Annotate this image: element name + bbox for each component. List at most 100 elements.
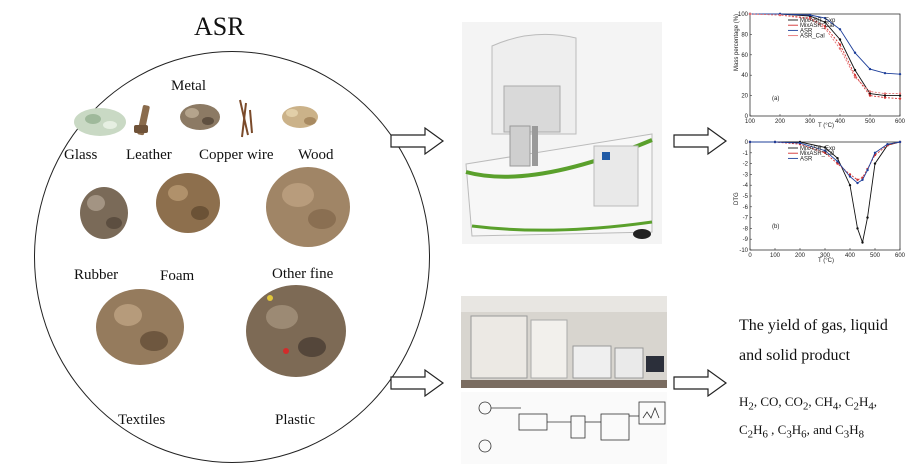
x-tick-label: 500 (865, 119, 876, 125)
data-point-MixASR_Exp (838, 38, 842, 41)
y-tick-label: -6 (743, 205, 749, 211)
x-tick-label: 100 (770, 253, 781, 259)
data-point-ASR_Cal (808, 17, 812, 21)
y-tick-label: 20 (741, 94, 748, 100)
x-tick-label: 200 (795, 253, 806, 259)
chart-a-xlabel: T (°C) (818, 123, 834, 129)
x-tick-label: 300 (820, 253, 831, 259)
x-tick-label: 600 (895, 119, 906, 125)
data-point-ASR (873, 151, 877, 154)
chart-a-plot-area (749, 13, 901, 117)
chart-a-x-ticks: 100 200 300 400 500 600 (745, 114, 906, 125)
gas-part: C (739, 422, 748, 437)
chart-b-xlabel: T (°C) (818, 258, 834, 264)
glass-label: Glass (64, 147, 98, 163)
legend-label: MixASR_Cal (800, 23, 834, 29)
gas-part: , CO, CO (753, 394, 803, 409)
x-tick-label: 200 (775, 119, 786, 125)
y-tick-label: -10 (739, 248, 748, 254)
chart-a-panel-label: (a) (772, 96, 779, 102)
chart-a-ylabel: Mass percentage (%) (734, 14, 740, 71)
y-tick-label: 0 (745, 140, 749, 146)
data-point-MixASR_Exp (823, 20, 827, 24)
leather-label: Leather (126, 147, 172, 163)
legend-label: ASR (800, 28, 813, 34)
y-tick-label: 40 (741, 73, 748, 79)
x-tick-label: 100 (745, 119, 756, 125)
asr-components-circle (34, 51, 430, 463)
legend-label: MixASR_Cal (800, 151, 834, 157)
data-point-MixASR_Cal (848, 173, 852, 176)
data-point-ASR (838, 28, 842, 31)
data-point-MixASR_Exp (883, 94, 887, 97)
data-point-ASR (823, 149, 827, 152)
gas-part: H (858, 394, 869, 409)
gas-subscript: 4 (832, 400, 839, 413)
gas-part: H (753, 422, 763, 437)
data-point-MixASR_Cal (838, 43, 842, 46)
gas-part: , (873, 394, 877, 409)
series-line-MixASR_Exp (750, 141, 901, 245)
gas-subscript: 6 (762, 428, 768, 441)
y-tick-label: -9 (743, 237, 749, 243)
y-tick-label: -7 (743, 216, 749, 222)
y-tick-label: -1 (743, 151, 749, 157)
gas-part: H (739, 394, 749, 409)
data-point-MixASR_Exp (856, 227, 859, 230)
data-point-ASR (866, 168, 869, 172)
data-point-ASR (861, 178, 864, 181)
data-point-ASR (836, 160, 839, 163)
gas-products-line-2: C2H6 , C3H6, and C3H8 (739, 418, 864, 447)
data-point-ASR_Cal (838, 47, 842, 50)
data-point-ASR_Cal (778, 13, 782, 17)
data-point-MixASR_Exp (836, 157, 839, 160)
series-line-MixASR_Cal (750, 141, 901, 181)
x-tick-label: 300 (805, 119, 816, 125)
chart-b-ylabel: DTG (734, 192, 740, 205)
data-point-MixASR_Exp (898, 94, 902, 97)
legend-label: MixASR_Exp (800, 146, 836, 152)
data-point-MixASR_Cal (856, 178, 859, 181)
tga-chart-a: Mass percentage (%) T (°C) (a) 020406080… (734, 12, 906, 129)
gas-part: H (849, 422, 859, 437)
x-tick-label: 500 (870, 253, 881, 259)
pyrolysis-setup-image (461, 296, 667, 464)
gas-subscript: 2 (747, 428, 754, 441)
data-point-ASR_Cal (823, 27, 827, 30)
plastic-sample-image (246, 285, 346, 377)
copper-wire-label: Copper wire (199, 147, 274, 163)
data-point-ASR (898, 140, 902, 144)
glass-sample-image (74, 108, 126, 136)
legend-label: MixASR_Exp (800, 18, 836, 24)
yield-line-2: and solid product (739, 347, 851, 364)
gas-subscript: 6 (801, 428, 807, 441)
gas-subscript: 8 (858, 428, 864, 441)
data-point-ASR (853, 51, 857, 54)
data-point-MixASR_Cal (836, 162, 839, 165)
metal-sample-image (180, 104, 220, 130)
data-point-ASR_Cal (868, 90, 872, 93)
gas-subscript: 2 (802, 400, 809, 413)
data-point-ASR (883, 71, 887, 75)
asr-title: ASR (194, 12, 245, 41)
arrow-to-results-icon (673, 368, 728, 398)
gas-part: H (791, 422, 802, 437)
y-tick-label: -8 (743, 226, 749, 232)
chart-b-panel-label: (b) (772, 224, 779, 230)
data-point-ASR (898, 72, 902, 76)
y-tick-label: 60 (741, 53, 748, 59)
data-point-ASR (848, 175, 852, 178)
data-point-MixASR_Exp (823, 146, 827, 149)
gas-subscript: 2 (748, 400, 754, 413)
data-point-ASR (798, 141, 802, 145)
plastic-label: Plastic (275, 412, 315, 428)
data-point-ASR_Cal (898, 92, 902, 95)
x-tick-label: 400 (835, 119, 846, 125)
chart-b-series (748, 140, 902, 245)
data-point-ASR (856, 181, 859, 185)
y-tick-label: -2 (743, 162, 749, 168)
arrow-to-pyrolysis-icon (390, 368, 445, 398)
